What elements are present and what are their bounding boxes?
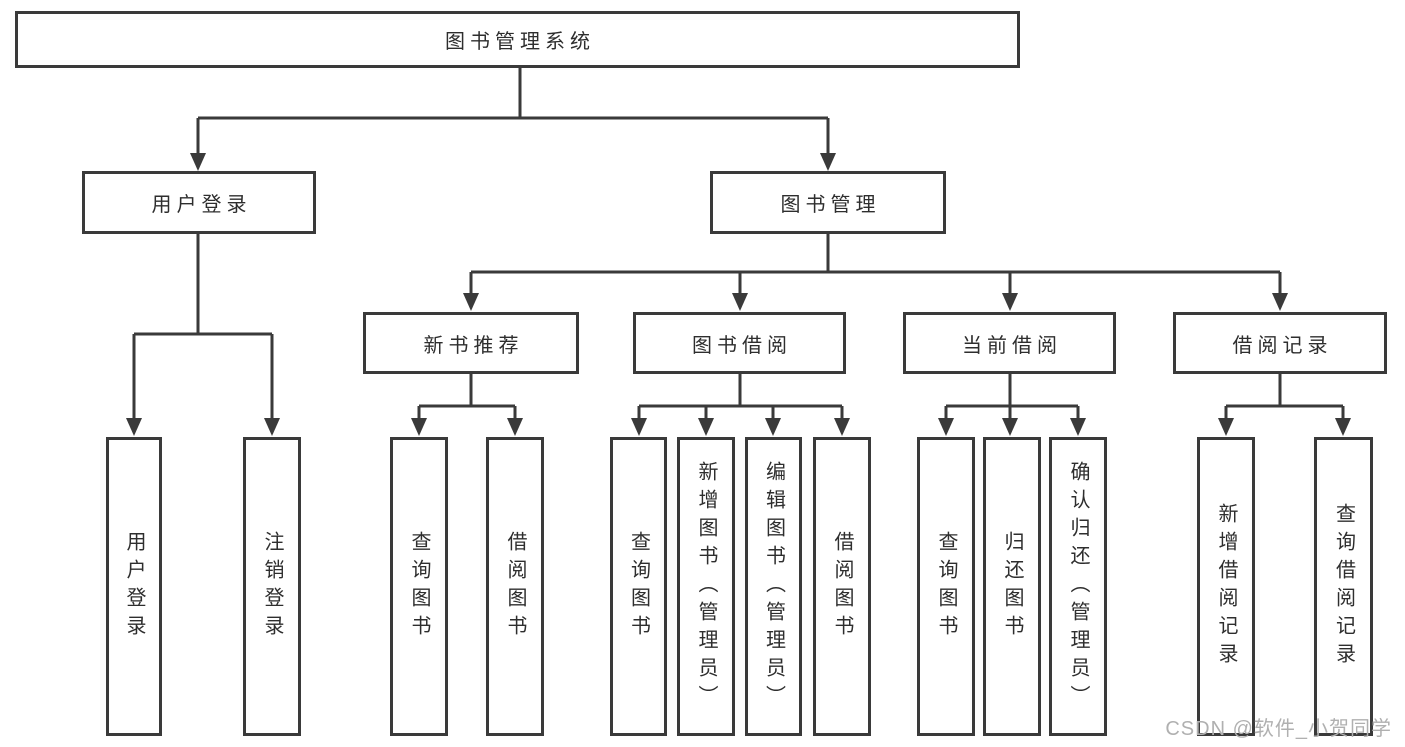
leaf-edit-book-admin: 编辑图书（管理员） (745, 437, 802, 736)
node-current-borrowing: 当前借阅 (903, 312, 1116, 374)
connector-borrow-records-branch (1218, 374, 1351, 436)
leaf-add-book-admin: 新增图书（管理员） (677, 437, 735, 736)
connector-user-login-branch (126, 234, 280, 436)
node-new-book-recommend: 新书推荐 (363, 312, 579, 374)
leaf-query-books-1: 查询图书 (390, 437, 448, 736)
leaf-query-books-2: 查询图书 (610, 437, 667, 736)
connector-root-to-level2 (190, 68, 836, 171)
leaf-query-borrow-record: 查询借阅记录 (1314, 437, 1373, 736)
connector-book-mgmt-branch (463, 234, 1288, 311)
leaf-borrow-books-1: 借阅图书 (486, 437, 544, 736)
leaf-borrow-books-2: 借阅图书 (813, 437, 871, 736)
node-user-login: 用户登录 (82, 171, 316, 234)
node-book-management: 图书管理 (710, 171, 946, 234)
leaf-add-borrow-record: 新增借阅记录 (1197, 437, 1255, 736)
connector-new-book-rec-branch (411, 374, 523, 436)
connector-current-borrow-branch (938, 374, 1086, 436)
leaf-confirm-return-admin: 确认归还（管理员） (1049, 437, 1107, 736)
leaf-query-books-3: 查询图书 (917, 437, 975, 736)
node-library-management-system: 图书管理系统 (15, 11, 1020, 68)
leaf-return-books: 归还图书 (983, 437, 1041, 736)
node-borrowing-records: 借阅记录 (1173, 312, 1387, 374)
connector-book-borrow-branch (631, 374, 850, 436)
node-book-borrowing: 图书借阅 (633, 312, 846, 374)
csdn-watermark: CSDN @软件_小贺同学 (1165, 718, 1392, 740)
leaf-logout: 注销登录 (243, 437, 301, 736)
leaf-user-login: 用户登录 (106, 437, 162, 736)
